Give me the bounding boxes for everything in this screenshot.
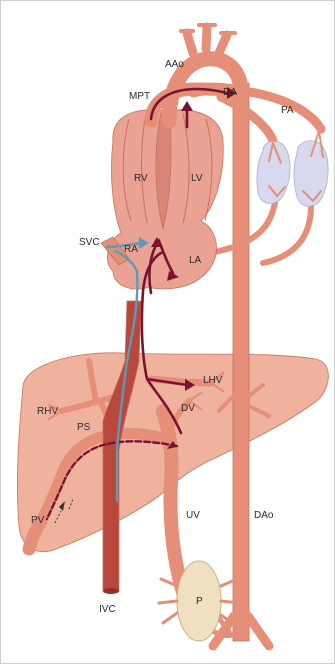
arrow-ascending — [181, 101, 193, 111]
label-uv: UV — [186, 510, 200, 521]
label-p: P — [196, 596, 203, 607]
label-ivc: IVC — [99, 604, 116, 615]
label-da: DA — [223, 87, 237, 98]
left-lung — [257, 141, 290, 203]
label-svc: SVC — [79, 237, 100, 248]
ivc-cut-end — [103, 588, 119, 594]
label-la: LA — [189, 255, 202, 266]
descending-aorta — [233, 83, 249, 641]
label-rhv: RHV — [37, 406, 58, 417]
label-pv: PV — [31, 515, 45, 526]
label-lhv: LHV — [203, 375, 223, 386]
label-ps: PS — [77, 422, 91, 433]
label-lv: LV — [191, 173, 203, 184]
label-rv: RV — [134, 173, 148, 184]
label-ra: RA — [124, 244, 138, 255]
label-aao: AAo — [165, 59, 184, 70]
label-dv: DV — [181, 403, 195, 414]
label-pa: PA — [281, 105, 294, 116]
label-mpt: MPT — [129, 91, 150, 102]
label-dao: DAo — [254, 510, 274, 521]
